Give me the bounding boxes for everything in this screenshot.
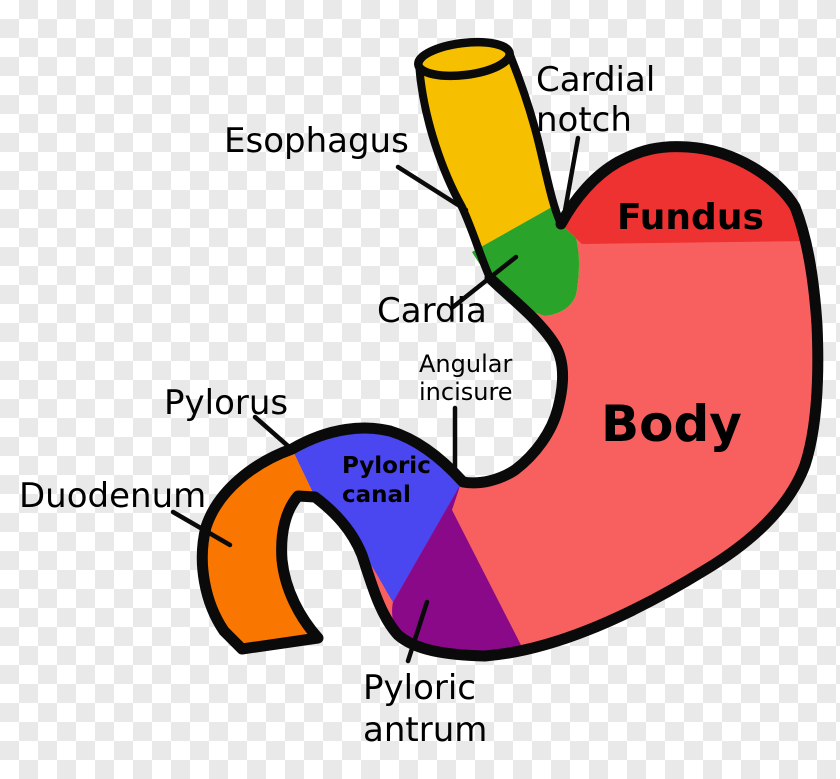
pyloric-canal-region <box>292 428 463 602</box>
cardia-label: Cardia <box>377 291 487 331</box>
esophagus-leader-line <box>395 164 469 213</box>
cardia-leader-line <box>450 254 519 310</box>
duodenum-leader-line <box>170 509 233 548</box>
esophagus-label: Esophagus <box>224 121 409 161</box>
pyloric-antrum-leader-line <box>405 599 430 664</box>
esophagus-outline-left <box>415 60 494 282</box>
body-label: Body <box>601 395 742 453</box>
cardial-notch-leader-line <box>561 135 581 219</box>
pyloric-antrum-label: Pyloric antrum <box>363 668 488 750</box>
pylorus-label: Pylorus <box>164 383 289 423</box>
pyloric-canal-label: Pyloric canal <box>342 453 431 508</box>
cardial-notch-label: Cardial notch <box>536 60 656 140</box>
angular-incisure-label: Angular incisure <box>419 350 513 406</box>
esophagus-outline-right <box>506 51 565 228</box>
stomach-outline <box>196 141 824 662</box>
esophagus-opening <box>414 37 514 81</box>
cardia-region <box>472 207 579 316</box>
fundus-label: Fundus <box>617 197 764 238</box>
duodenum-label: Duodenum <box>19 476 207 516</box>
pylorus-leader-line <box>252 414 291 449</box>
fundus-region <box>561 147 809 244</box>
